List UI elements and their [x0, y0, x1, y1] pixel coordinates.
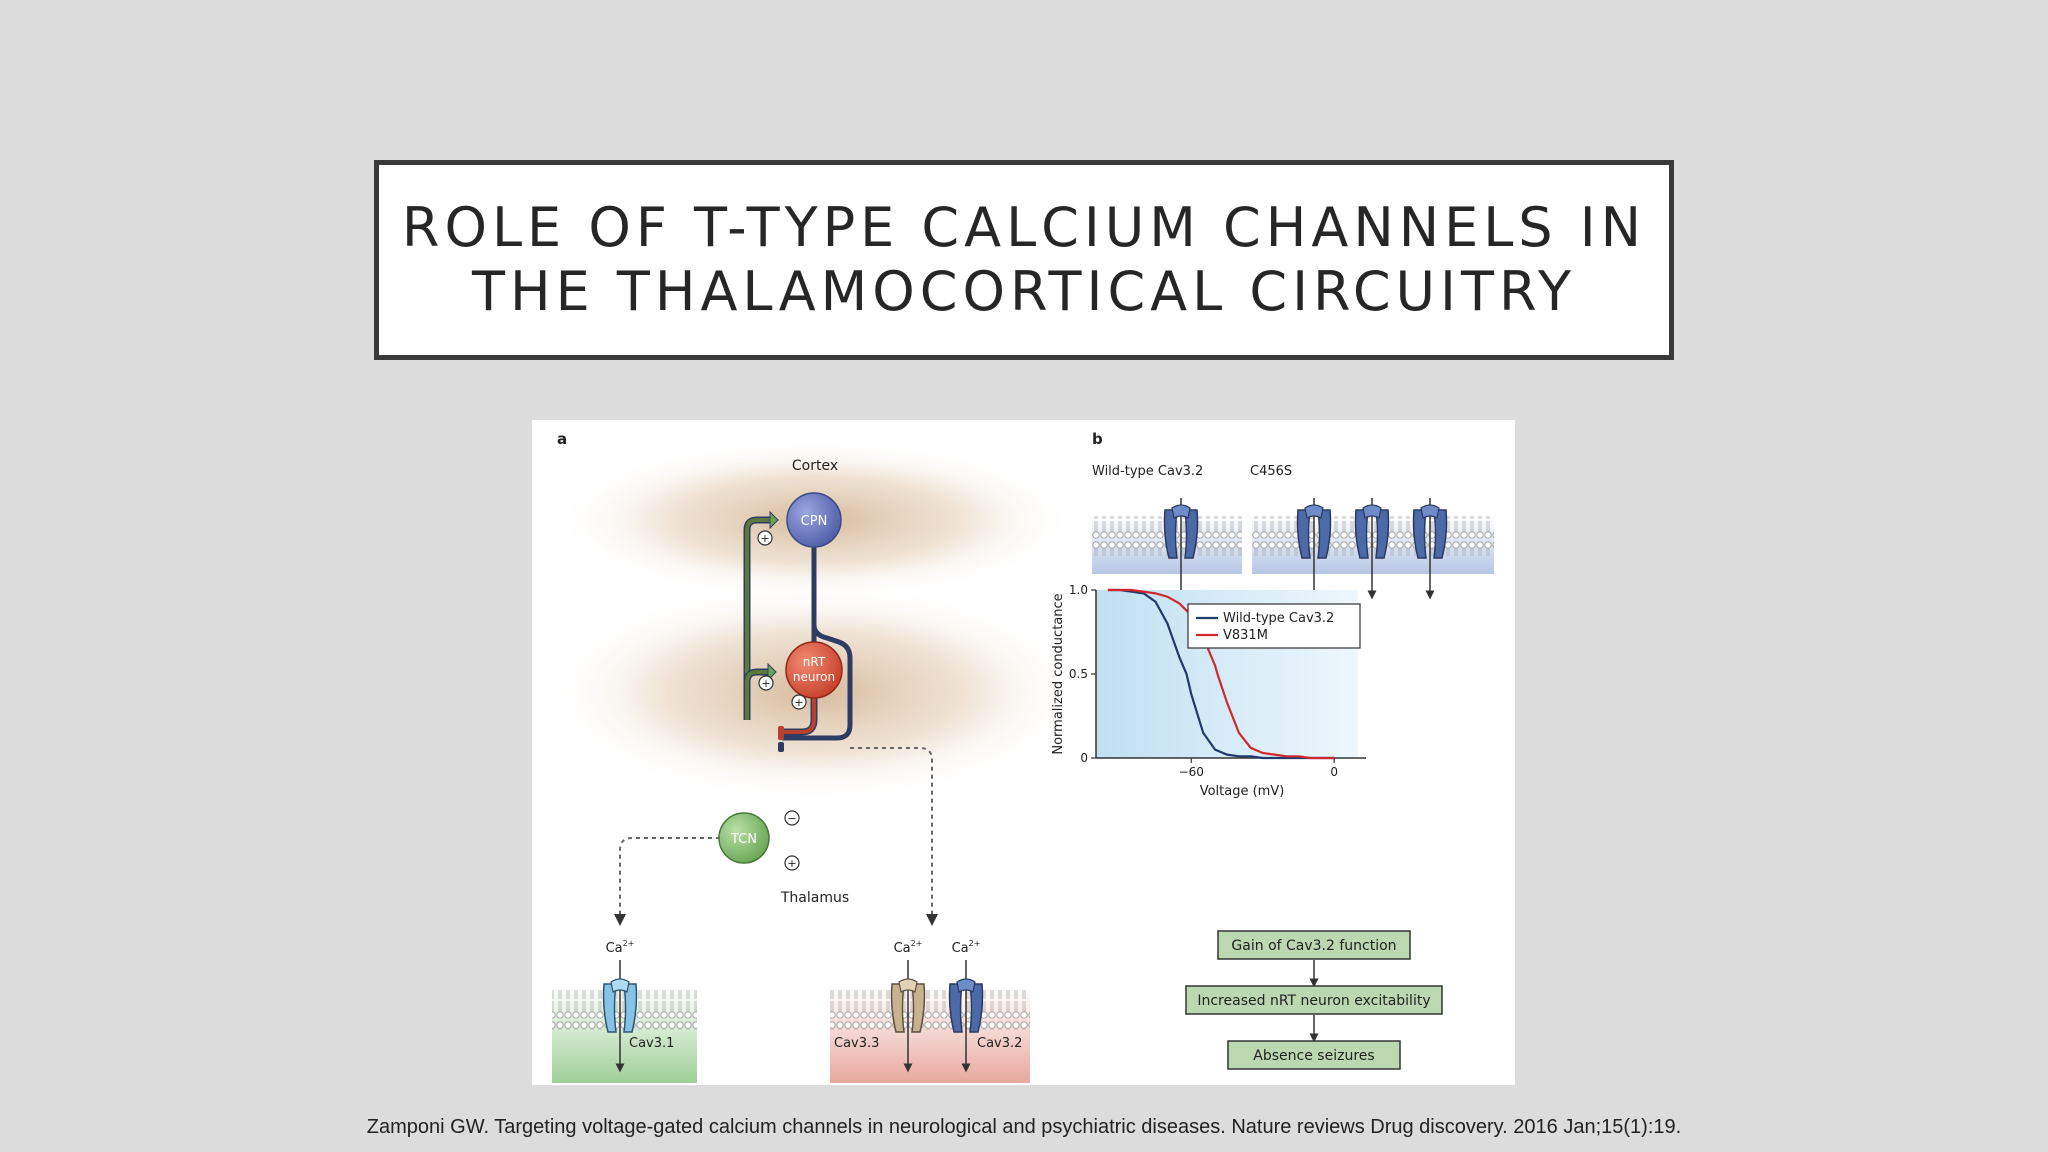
svg-text:+: +	[761, 677, 770, 690]
tcn-dashed-arrow	[614, 837, 720, 926]
ca-label: Ca2+	[606, 939, 635, 956]
thalamus-label: Thalamus	[780, 890, 849, 906]
flow-box-2: Increased nRT neuron excitability	[1185, 985, 1443, 1015]
figure: a Cortex Thalamus CPN nRT neuron TCN + +…	[532, 420, 1515, 1085]
ca-label: Ca2+	[894, 939, 923, 956]
svg-text:+: +	[760, 532, 769, 545]
nrt-neuron	[785, 641, 843, 699]
cav33-label: Cav3.3	[834, 1036, 879, 1051]
nrt-dashed-arrow	[850, 747, 938, 926]
wildtype-header: Wild-type Cav3.2	[1092, 464, 1203, 479]
series-line-1	[1107, 588, 1335, 760]
svg-text:+: +	[787, 857, 796, 870]
tcn-neuron	[718, 812, 770, 864]
x-axis-label: Voltage (mV)	[1200, 784, 1285, 799]
cpn-axon	[782, 520, 853, 741]
slide-title: ROLE OF T-TYPE CALCIUM CHANNELS IN THE T…	[401, 196, 1647, 323]
synapse-terminal	[778, 726, 784, 740]
y-axis-label: Normalized conductance	[1051, 593, 1066, 754]
tcn-collateral-to-nrt	[745, 670, 770, 683]
plus-marker: +	[784, 855, 800, 871]
synapse-terminal	[778, 742, 784, 752]
series-line-0	[1107, 588, 1335, 760]
tcn-axon-to-cortex	[745, 518, 772, 720]
cpn-label: CPN	[801, 514, 828, 529]
synapse-terminal	[769, 510, 779, 530]
citation: Zamponi GW. Targeting voltage-gated calc…	[366, 1116, 1682, 1138]
tcn-label: TCN	[730, 832, 757, 847]
panel-b-label: b	[1092, 430, 1103, 448]
cpn-neuron	[786, 492, 842, 548]
legend-label-1: V831M	[1223, 628, 1268, 643]
x-tick-label: 0	[1330, 765, 1338, 779]
nrt-axon-to-tcn	[784, 694, 816, 734]
y-tick-label: 1.0	[1069, 583, 1088, 597]
flow-box-3: Absence seizures	[1227, 1040, 1401, 1070]
y-tick-label: 0	[1080, 751, 1088, 765]
svg-text:+: +	[794, 696, 803, 709]
legend-box	[1187, 603, 1361, 649]
plus-marker: +	[758, 675, 774, 691]
cortex-label: Cortex	[792, 458, 838, 474]
x-tick-label: −60	[1179, 765, 1204, 779]
flow-step-2: Increased nRT neuron excitability	[1197, 993, 1430, 1009]
nrt-label-2: neuron	[793, 670, 835, 684]
cav31-label: Cav3.1	[629, 1036, 674, 1051]
panel-a-label: a	[557, 430, 567, 448]
membrane-nrt	[830, 990, 1030, 1030]
flow-box-1: Gain of Cav3.2 function	[1217, 930, 1411, 960]
minus-marker: −	[784, 810, 800, 826]
flow-step-3: Absence seizures	[1253, 1048, 1374, 1064]
mutant-header: C456S	[1250, 464, 1292, 479]
ca-label: Ca2+	[952, 939, 981, 956]
y-tick-label: 0.5	[1069, 667, 1088, 681]
plus-marker: +	[757, 530, 773, 546]
flow-step-1: Gain of Cav3.2 function	[1231, 938, 1396, 954]
cav32-label: Cav3.2	[977, 1036, 1022, 1051]
figure-svg: a Cortex Thalamus CPN nRT neuron TCN + +…	[545, 430, 1494, 1083]
synapse-terminal	[767, 662, 777, 682]
title-box: ROLE OF T-TYPE CALCIUM CHANNELS IN THE T…	[374, 160, 1674, 360]
legend-label-0: Wild-type Cav3.2	[1223, 611, 1334, 626]
plus-marker: +	[791, 694, 807, 710]
membrane-mutant	[1252, 516, 1494, 556]
svg-text:−: −	[787, 812, 796, 825]
nrt-label-1: nRT	[803, 655, 826, 669]
